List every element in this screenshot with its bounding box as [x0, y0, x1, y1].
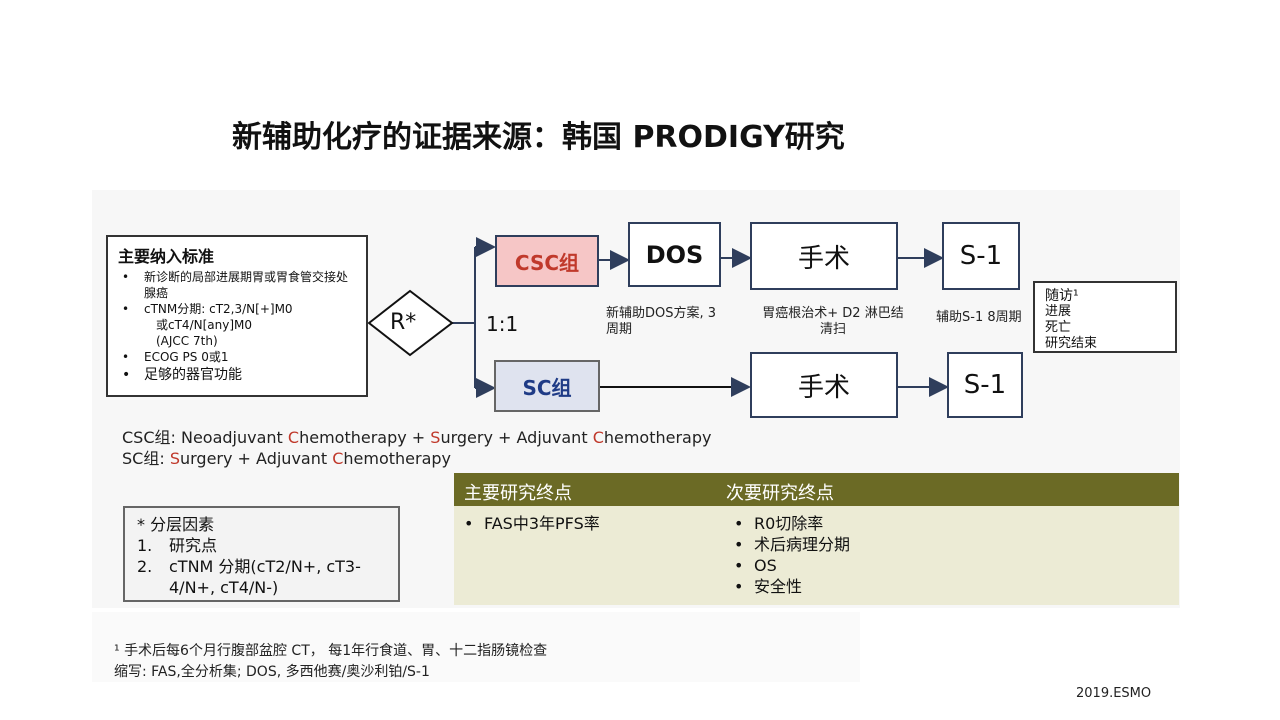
footnote-abbreviations: 缩写: FAS,全分析集; DOS, 多西他赛/奥沙利铂/S-1 [114, 664, 430, 680]
stratification-box: * 分层因素 1.研究点 2.cTNM 分期(cT2/N+, cT3-4/N+,… [123, 506, 400, 602]
sc-arm-box: SC组 [494, 360, 600, 412]
criteria-item: 足够的器官功能 [118, 365, 356, 385]
criteria-item: cTNM分期: cT2,3/N[+]M0 [118, 301, 356, 317]
criteria-list: 新诊断的局部进展期胃或胃食管交接处腺癌 cTNM分期: cT2,3/N[+]M0… [118, 269, 356, 385]
primary-endpoint-list: FAS中3年PFS率 [456, 513, 600, 534]
stratification-title: * 分层因素 [137, 515, 215, 534]
stratification-item: 1.研究点 [137, 536, 218, 555]
dos-note: 新辅助DOS方案, 3周期 [606, 306, 717, 337]
randomization-diamond [367, 289, 454, 357]
stratification-list: 1.研究点 2.cTNM 分期(cT2/N+, cT3-4/N+, cT4/N-… [137, 535, 386, 598]
secondary-endpoint-title: 次要研究终点 [726, 483, 834, 504]
footnote-followup: ¹ 手术后每6个月行腹部盆腔 CT， 每1年行食道、胃、十二指肠镜检查 [114, 643, 548, 659]
csc-arm-box: CSC组 [495, 235, 599, 287]
secondary-endpoint-item: R0切除率 [726, 513, 850, 534]
csc-s1-box: S-1 [942, 222, 1020, 290]
endpoints-header: 主要研究终点 次要研究终点 [454, 473, 1179, 506]
followup-title: 随访¹ [1045, 288, 1079, 304]
randomization-ratio: 1:1 [486, 312, 519, 336]
stratification-item: 2.cTNM 分期(cT2/N+, cT3-4/N+, cT4/N-) [137, 557, 361, 597]
source-credit: 2019.ESMO [1076, 686, 1152, 701]
primary-endpoint-title: 主要研究终点 [464, 483, 572, 504]
criteria-item: ECOG PS 0或1 [118, 349, 356, 365]
sc-surgery-box: 手术 [750, 352, 898, 418]
secondary-endpoint-item: OS [726, 555, 850, 576]
followup-item: 死亡 [1045, 320, 1072, 335]
dos-step-box: DOS [628, 222, 721, 287]
secondary-endpoint-list: R0切除率 术后病理分期 OS 安全性 [726, 513, 850, 597]
criteria-item: 新诊断的局部进展期胃或胃食管交接处腺癌 [118, 269, 356, 301]
followup-box: 随访¹ 进展 死亡 研究结束 [1033, 281, 1177, 353]
primary-endpoint-item: FAS中3年PFS率 [456, 513, 600, 534]
endpoints-panel: 主要研究终点 次要研究终点 FAS中3年PFS率 R0切除率 术后病理分期 OS… [454, 473, 1179, 605]
inclusion-criteria-box: 主要纳入标准 新诊断的局部进展期胃或胃食管交接处腺癌 cTNM分期: cT2,3… [106, 235, 368, 397]
csc-surgery-box: 手术 [750, 222, 898, 290]
criteria-item-cont: (AJCC 7th) [156, 334, 218, 348]
sc-s1-box: S-1 [947, 352, 1023, 418]
slide-title: 新辅助化疗的证据来源：韩国 PRODIGY研究 [232, 120, 845, 155]
criteria-item-cont: 或cT4/N[any]M0 [156, 318, 252, 332]
randomization-label: R* [390, 310, 417, 335]
secondary-endpoint-item: 术后病理分期 [726, 534, 850, 555]
criteria-title: 主要纳入标准 [118, 247, 215, 266]
legend-csc: CSC组: Neoadjuvant Chemotherapy + Surgery… [122, 428, 712, 447]
legend-sc: SC组: Surgery + Adjuvant Chemotherapy [122, 449, 452, 468]
followup-item: 研究结束 [1045, 336, 1098, 351]
footnote-area [92, 612, 860, 682]
s1-note: 辅助S-1 8周期 [936, 310, 1022, 325]
secondary-endpoint-item: 安全性 [726, 576, 850, 597]
surgery-note: 胃癌根治术+ D2 淋巴结清扫 [762, 306, 904, 337]
followup-item: 进展 [1045, 304, 1072, 319]
